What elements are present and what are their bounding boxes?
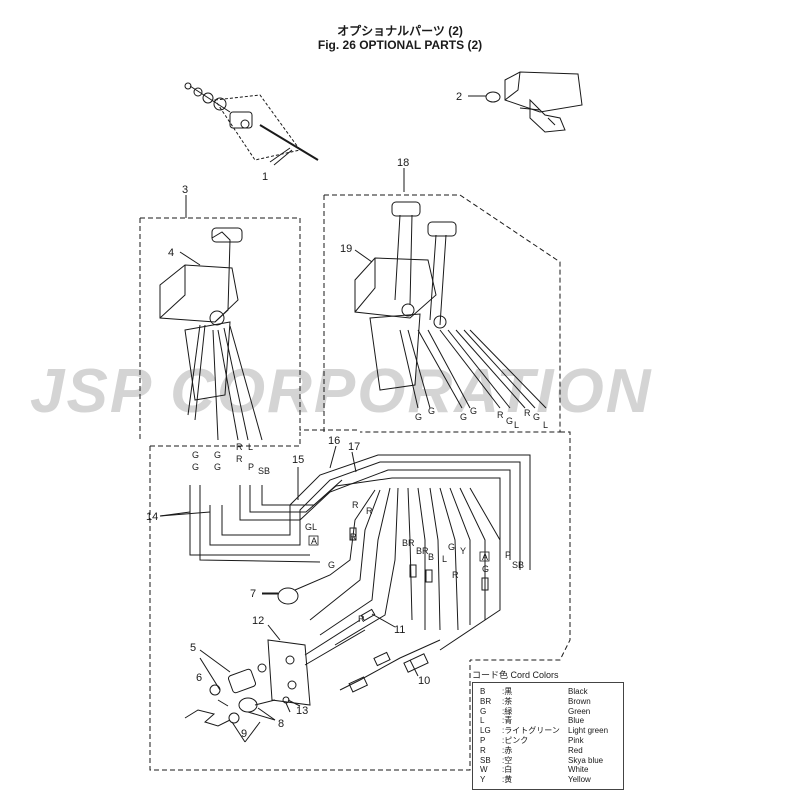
svg-text:G: G — [415, 412, 422, 422]
svg-text:BR: BR — [402, 538, 415, 548]
group-outline-18 — [324, 194, 561, 433]
svg-text:R: R — [452, 570, 459, 580]
part-1-bracket — [184, 82, 319, 163]
svg-text:L: L — [248, 442, 253, 452]
svg-text:G: G — [482, 564, 489, 574]
callout-11: 11 — [394, 624, 405, 636]
callout-16: 16 — [328, 435, 340, 447]
svg-text:R: R — [350, 532, 357, 542]
svg-text:P: P — [248, 462, 254, 472]
part-5-key-switch — [209, 663, 267, 707]
callout-8: 8 — [278, 718, 284, 730]
callout-10: 10 — [418, 675, 430, 687]
part-8-lanyard-switch — [184, 697, 276, 727]
part-13-screws — [282, 696, 291, 713]
svg-text:G: G — [533, 412, 540, 422]
svg-text:L: L — [312, 522, 317, 532]
wire-labels-twin: G G G G R G L R G L — [415, 406, 548, 430]
svg-text:G: G — [192, 450, 199, 460]
callout-12: 12 — [252, 615, 264, 627]
callout-1: 1 — [262, 171, 268, 183]
svg-text:R: R — [358, 614, 365, 624]
svg-text:G: G — [214, 462, 221, 472]
group-outline-3 — [140, 217, 360, 431]
callout-5: 5 — [190, 642, 196, 654]
svg-text:G: G — [328, 560, 335, 570]
svg-text:G: G — [506, 416, 513, 426]
callout-6: 6 — [196, 672, 202, 684]
svg-text:R: R — [524, 408, 531, 418]
svg-text:R: R — [497, 410, 504, 420]
leader-lines — [159, 149, 419, 743]
watermark-text: JSP CORPORATION — [30, 357, 653, 426]
harness-16-17 — [189, 454, 531, 570]
callout-2: 2 — [456, 91, 462, 103]
svg-text:Y: Y — [460, 546, 466, 556]
svg-text:G: G — [214, 450, 221, 460]
legend-title: コード色 Cord Colors — [472, 670, 559, 680]
part-2-box — [468, 71, 583, 133]
part-12-plate — [267, 619, 366, 706]
callout-9: 9 — [241, 728, 247, 740]
part-11-connectors — [349, 527, 489, 622]
svg-text:G: G — [448, 542, 455, 552]
svg-text:G: G — [428, 406, 435, 416]
svg-text:SB: SB — [258, 466, 270, 476]
svg-text:G: G — [305, 522, 312, 532]
svg-text:R: R — [366, 506, 373, 516]
part-19-twin-remote — [354, 201, 547, 409]
group-outline-harness — [150, 431, 571, 661]
callout-13: 13 — [296, 705, 308, 717]
callout-19: 19 — [340, 243, 352, 255]
svg-text:BR: BR — [416, 546, 429, 556]
part-7-buzzer — [262, 587, 299, 605]
svg-text:P: P — [505, 550, 511, 560]
title-english: Fig. 26 OPTIONAL PARTS (2) — [317, 38, 483, 52]
svg-text:R: R — [236, 442, 243, 452]
svg-text:G: G — [460, 412, 467, 422]
svg-text:L: L — [543, 420, 548, 430]
callout-18: 18 — [397, 157, 409, 169]
svg-text:L: L — [514, 420, 519, 430]
svg-text:G: G — [470, 406, 477, 416]
callout-7: 7 — [250, 588, 256, 600]
svg-text:L: L — [442, 554, 447, 564]
title-japanese: オプショナルパーツ (2) — [337, 24, 463, 38]
svg-text:R: R — [352, 500, 359, 510]
callout-15: 15 — [292, 454, 304, 466]
svg-text:R: R — [236, 454, 243, 464]
callout-4: 4 — [168, 247, 174, 259]
svg-text:B: B — [428, 552, 434, 562]
wire-labels-single: G G G G R R L P SB — [192, 442, 270, 476]
svg-text:A: A — [311, 536, 317, 546]
callout-3: 3 — [182, 184, 188, 196]
callout-17: 17 — [348, 441, 360, 453]
harness-lower — [294, 487, 501, 693]
wire-labels-harness: G L A R R R G BR BR B L G Y R A G P SB R — [305, 500, 524, 624]
svg-text:G: G — [192, 462, 199, 472]
group-outline-harness-bottom — [149, 446, 471, 771]
part-4-single-remote — [159, 227, 263, 441]
svg-text:A: A — [482, 552, 488, 562]
callout-14: 14 — [146, 511, 158, 523]
svg-text:SB: SB — [512, 560, 524, 570]
